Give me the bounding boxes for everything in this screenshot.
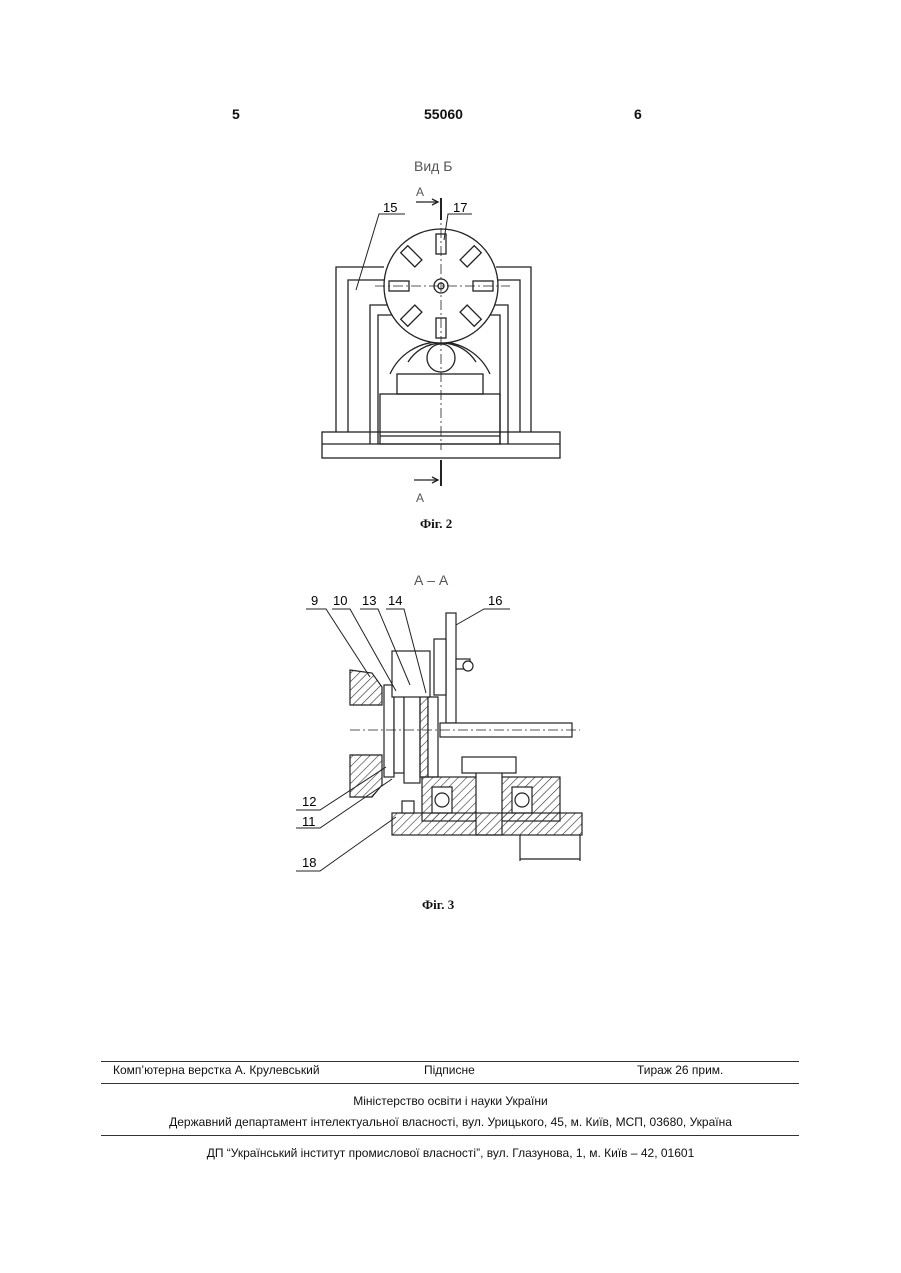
callout-15: 15 [383, 200, 397, 215]
footer-rule-3 [101, 1135, 799, 1136]
bolt-18 [402, 801, 414, 813]
typesetting-credit: Комп’ютерна верстка А. Крулевський [113, 1063, 320, 1077]
motor-arc [390, 342, 490, 374]
callout-16: 16 [488, 593, 502, 608]
callout-11: 11 [302, 814, 316, 829]
motor-housing [392, 651, 430, 697]
section-mark-bottom-label: А [416, 491, 424, 505]
callout-18: 18 [302, 855, 316, 870]
callout-13: 13 [362, 593, 376, 608]
page-number-right: 6 [634, 106, 642, 122]
wall-lower [350, 755, 382, 797]
figure-3-caption: Фіг. 3 [422, 897, 454, 913]
frame-left [336, 267, 384, 432]
section-mark-top-label: А [416, 185, 424, 199]
callout-9: 9 [311, 593, 318, 608]
figure-3-drawing: А – А 9 10 13 14 16 12 11 18 [0, 565, 901, 915]
view-label: Вид Б [414, 158, 452, 174]
footer-rule-2 [101, 1083, 799, 1084]
hub-disc-13 [404, 683, 420, 783]
footer-rule-1 [101, 1061, 799, 1062]
motor-mount [397, 374, 483, 394]
figure-3-svg: А – А 9 10 13 14 16 12 11 18 [0, 565, 901, 915]
frame-right [496, 267, 531, 432]
signed-label: Підписне [424, 1063, 475, 1077]
wall-upper [350, 670, 382, 705]
callout-14: 14 [388, 593, 402, 608]
callout-10: 10 [333, 593, 347, 608]
publisher-address: ДП “Український інститут промислової вла… [0, 1146, 901, 1160]
callout-17: 17 [453, 200, 467, 215]
support-plate [392, 813, 582, 835]
callout-12: 12 [302, 794, 316, 809]
patent-number: 55060 [424, 106, 463, 122]
disk-16 [446, 613, 456, 723]
hub-disc-14 [428, 697, 438, 777]
department-address: Державний департамент інтелектуальної вл… [0, 1115, 901, 1129]
hub-disc-9 [384, 685, 394, 777]
figure-2-caption: Фіг. 2 [420, 516, 452, 532]
figure-2-svg: Вид Б А А 15 17 [0, 150, 901, 540]
print-run: Тираж 26 прим. [637, 1063, 723, 1077]
ministry-name: Міністерство освіти і науки України [0, 1094, 901, 1108]
section-label: А – А [414, 572, 449, 588]
page-number-left: 5 [232, 106, 240, 122]
figure-2-drawing: Вид Б А А 15 17 [0, 150, 901, 540]
